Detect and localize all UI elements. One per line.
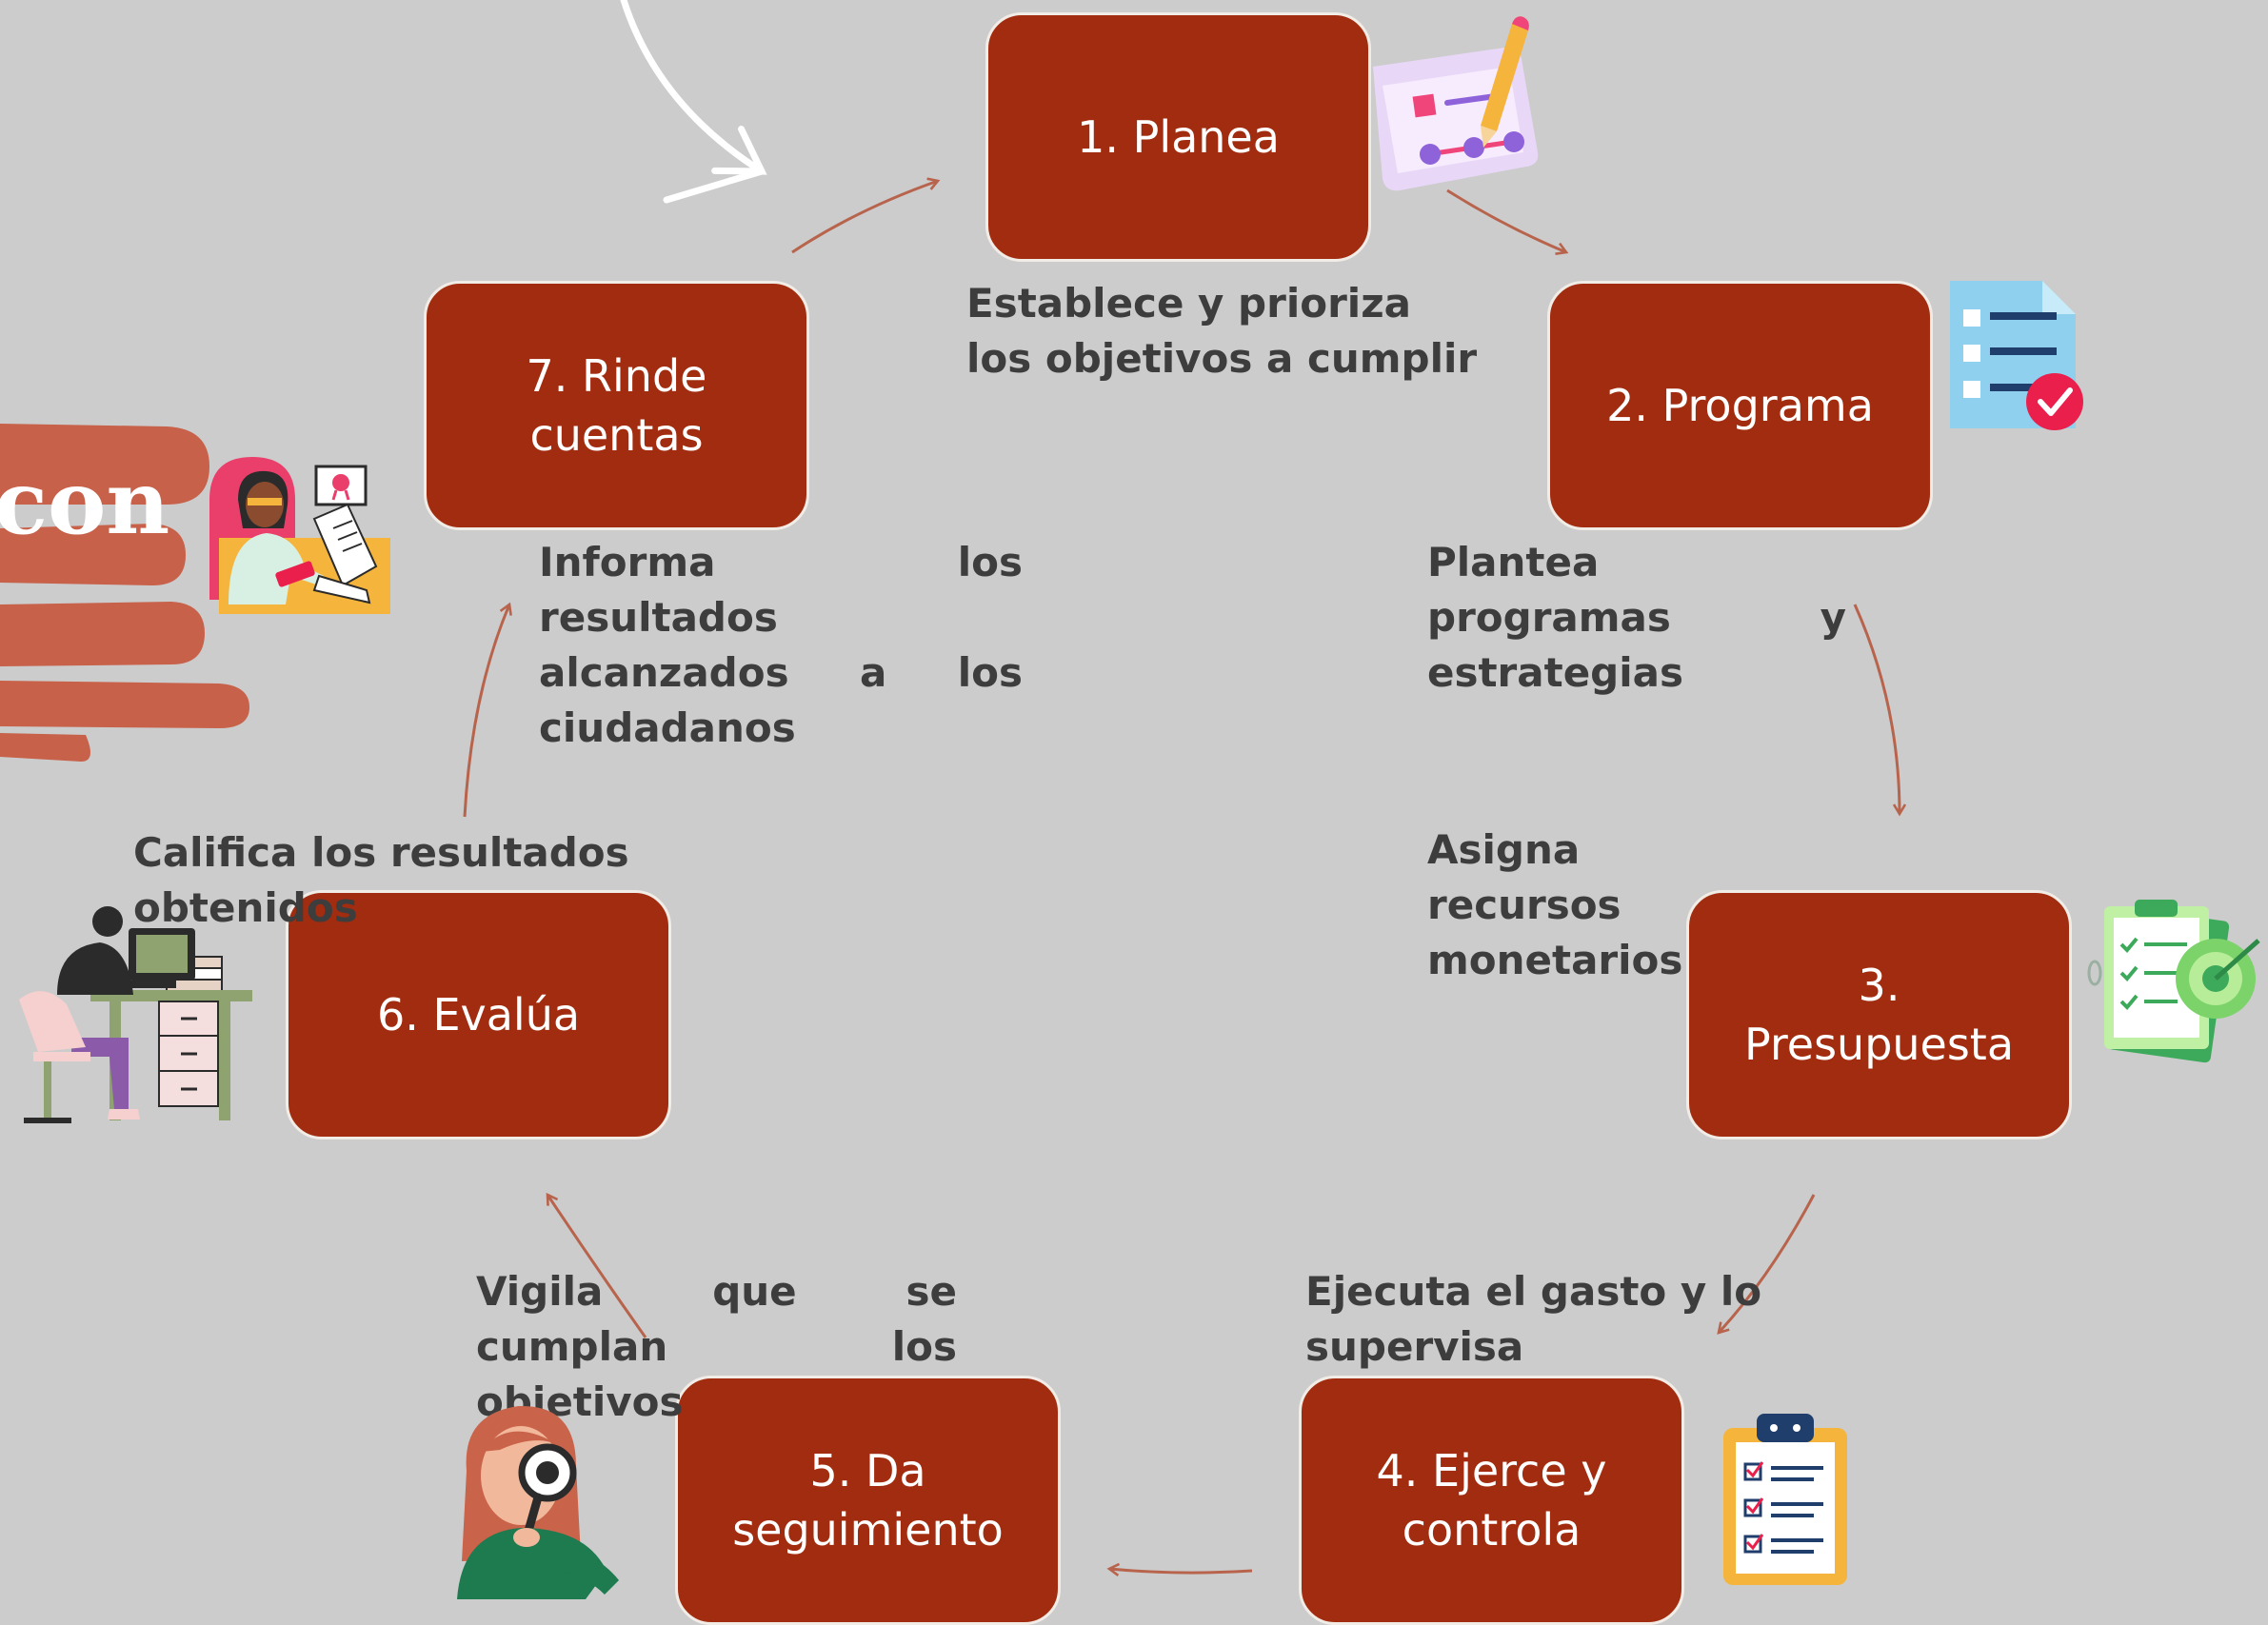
step-4-description: Ejecuta el gasto y lo supervisa [1305,1268,1762,1370]
step-6-description: Califica los resultados obtenidos [133,829,629,931]
step-7-description: Informa los resultados alcanzados a los … [539,539,1023,751]
step-3-box: 3. Presupuesta [1686,890,2072,1139]
arrow-7-to-1 [791,181,938,254]
arrow-2-to-3 [1853,604,1900,814]
step-1-description: Establece y prioriza los objetivos a cum… [966,280,1478,382]
arrow-6-to-7 [463,604,509,818]
plan-sketch-icon [1373,16,1539,191]
step-7-box: 7. Rinde cuentas [424,281,809,530]
step-1-box: 1. Planea [985,12,1371,262]
step-4-box: 4. Ejerce y controla [1299,1376,1684,1625]
arrow-1-to-2 [1446,188,1566,252]
start-arrow [620,0,767,175]
partial-title-text: con [0,451,170,554]
step-2-box: 2. Programa [1547,281,1933,530]
person-at-desk-icon [19,906,252,1123]
step-3-description: Asigna recursos monetarios [1427,826,1683,983]
budget-target-icon [2087,900,2260,1063]
step-6-box: 6. Evalúa [286,890,671,1139]
step-5-box: 5. Da seguimiento [675,1376,1061,1625]
arrow-5-to-6 [547,1195,647,1338]
checklist-document-icon [1950,281,2083,430]
hand-illustration [0,424,249,762]
step-2-description: Plantea programas y estrategias [1427,539,1846,696]
woman-with-documents-icon [209,457,390,614]
arrow-3-to-4 [1719,1194,1816,1333]
step-5-description: Vigila que se cumplan los objetivos [476,1268,957,1425]
woman-magnifier-icon [457,1405,619,1599]
clipboard-checklist-icon [1723,1414,1847,1585]
arrow-4-to-5 [1109,1569,1253,1573]
